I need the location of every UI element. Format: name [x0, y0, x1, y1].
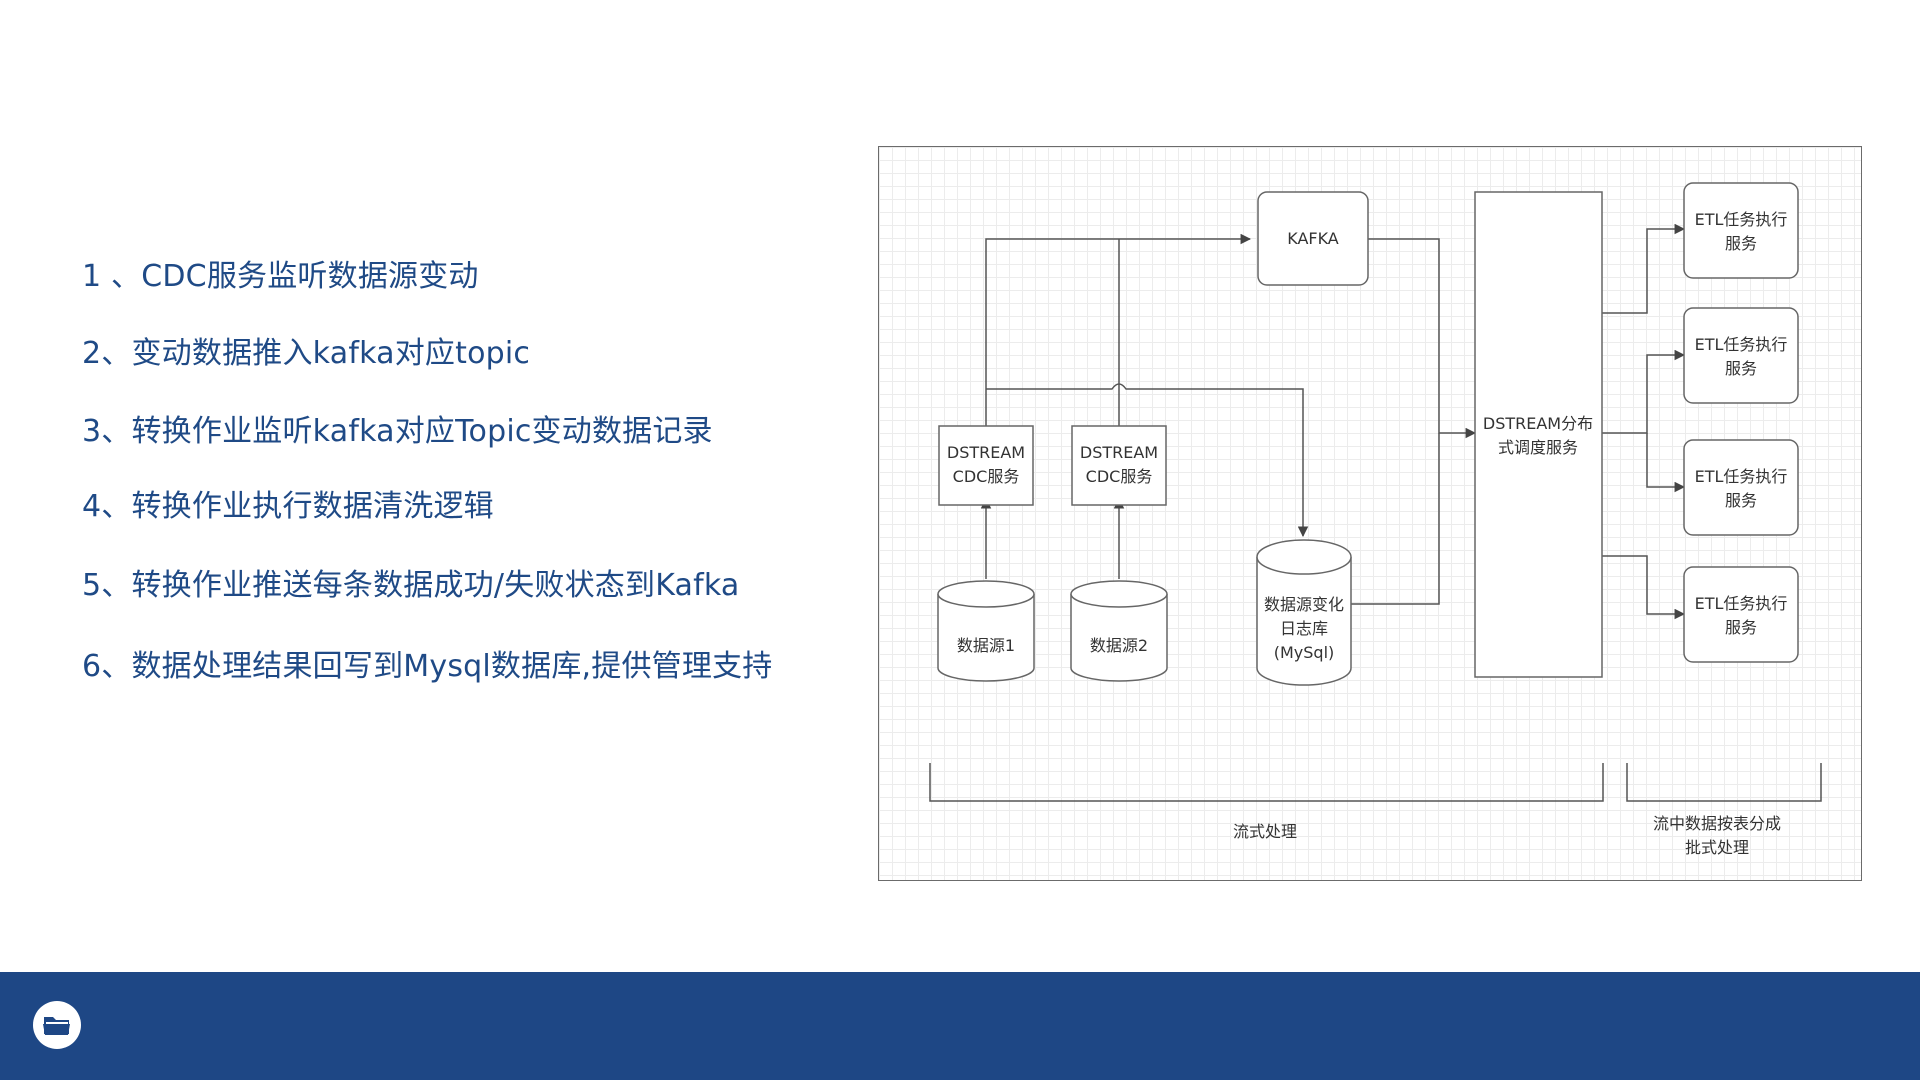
step-item: 6、数据处理结果回写到Mysql数据库,提供管理支持: [82, 649, 773, 684]
etl-service-label-line: 服务: [1725, 359, 1757, 378]
etl-service-label-line: ETL任务执行: [1695, 594, 1788, 613]
cdc-service-label-line: DSTREAM: [947, 443, 1025, 462]
folder-icon[interactable]: [32, 1000, 82, 1050]
etl-service-label-line: 服务: [1725, 234, 1757, 253]
data-source-label: 数据源1: [957, 636, 1015, 655]
cdc-service-label-line: CDC服务: [1086, 467, 1153, 486]
change-log-db-cylinder: 数据源变化 日志库 (MySql): [1256, 539, 1352, 686]
data-source-cylinder: 数据源1: [937, 580, 1035, 682]
step-item: 1 、CDC服务监听数据源变动: [82, 259, 479, 294]
etl-service-node: ETL任务执行 服务: [1683, 182, 1799, 279]
etl-service-label-line: ETL任务执行: [1695, 335, 1788, 354]
etl-service-label-line: 服务: [1725, 491, 1757, 510]
etl-service-node: ETL任务执行 服务: [1683, 307, 1799, 404]
etl-service-label-line: ETL任务执行: [1695, 467, 1788, 486]
kafka-label: KAFKA: [1287, 229, 1339, 248]
scheduler-label-line: DSTREAM分布: [1483, 414, 1593, 433]
batch-processing-label-line: 流中数据按表分成: [1653, 814, 1781, 833]
cdc-service-label-line: DSTREAM: [1080, 443, 1158, 462]
change-log-db-label-line: 数据源变化: [1264, 595, 1344, 614]
scheduler-label-line: 式调度服务: [1498, 438, 1578, 457]
step-item: 4、转换作业执行数据清洗逻辑: [82, 489, 494, 524]
change-log-db-label-line: (MySql): [1274, 643, 1335, 662]
cdc-service-node: DSTREAM CDC服务: [1071, 425, 1167, 506]
cdc-service-label-line: CDC服务: [953, 467, 1020, 486]
stream-processing-label: 流式处理: [1233, 822, 1297, 841]
kafka-node: KAFKA: [1257, 191, 1369, 286]
connector-lines: [929, 223, 1822, 802]
step-item: 3、转换作业监听kafka对应Topic变动数据记录: [82, 414, 713, 449]
etl-service-node: ETL任务执行 服务: [1683, 439, 1799, 536]
cdc-service-node: DSTREAM CDC服务: [938, 425, 1034, 506]
change-log-db-label-line: 日志库: [1280, 619, 1328, 638]
batch-processing-label-line: 批式处理: [1685, 838, 1749, 857]
data-source-cylinder: 数据源2: [1070, 580, 1168, 682]
step-item: 2、变动数据推入kafka对应topic: [82, 336, 531, 371]
scheduler-node: DSTREAM分布 式调度服务: [1474, 191, 1603, 678]
etl-service-node: ETL任务执行 服务: [1683, 566, 1799, 663]
data-source-label: 数据源2: [1090, 636, 1148, 655]
step-item: 5、转换作业推送每条数据成功/失败状态到Kafka: [82, 568, 740, 603]
footer-bar: [0, 972, 1920, 1080]
etl-service-label-line: ETL任务执行: [1695, 210, 1788, 229]
architecture-diagram: KAFKA DSTREAM CDC服务 DSTREAM CDC服务 数据源1 数…: [878, 146, 1862, 881]
etl-service-label-line: 服务: [1725, 618, 1757, 637]
